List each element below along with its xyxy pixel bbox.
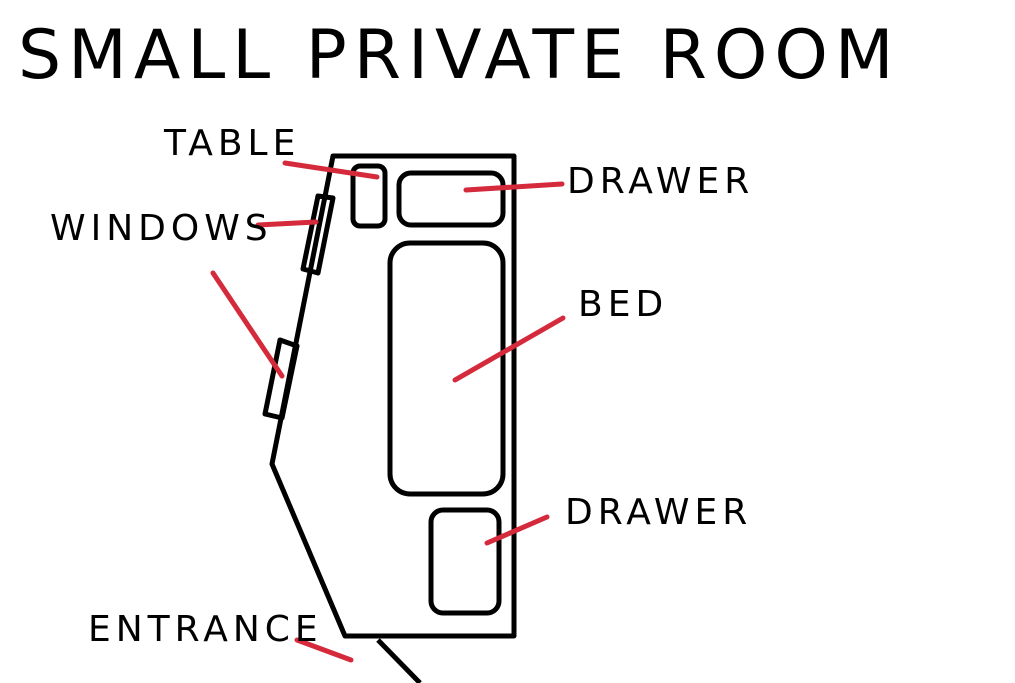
leader-entrance (294, 637, 354, 663)
window-upper (300, 193, 336, 276)
label-table: TABLE (163, 123, 300, 164)
leader-drawer-bottom (484, 514, 550, 546)
entrance-path (376, 638, 422, 683)
page-title: SMALL PRIVATE ROOM (18, 16, 901, 95)
label-entrance: ENTRANCE (88, 609, 323, 650)
drawer-top (396, 170, 506, 228)
bed (387, 240, 506, 497)
label-drawer-top: DRAWER (567, 161, 754, 202)
room-outline (269, 153, 517, 639)
table (350, 163, 388, 229)
label-drawer-bottom: DRAWER (565, 492, 752, 533)
window-lower (262, 337, 300, 421)
leader-bed (452, 315, 566, 383)
label-windows: WINDOWS (50, 208, 273, 249)
leader-windows-lower (210, 270, 285, 379)
leader-lines (210, 160, 566, 663)
leader-windows (255, 219, 319, 228)
drawer-bottom (428, 507, 502, 616)
label-bed: BED (578, 284, 668, 325)
leader-drawer-top (463, 181, 565, 193)
leader-table (282, 160, 380, 180)
